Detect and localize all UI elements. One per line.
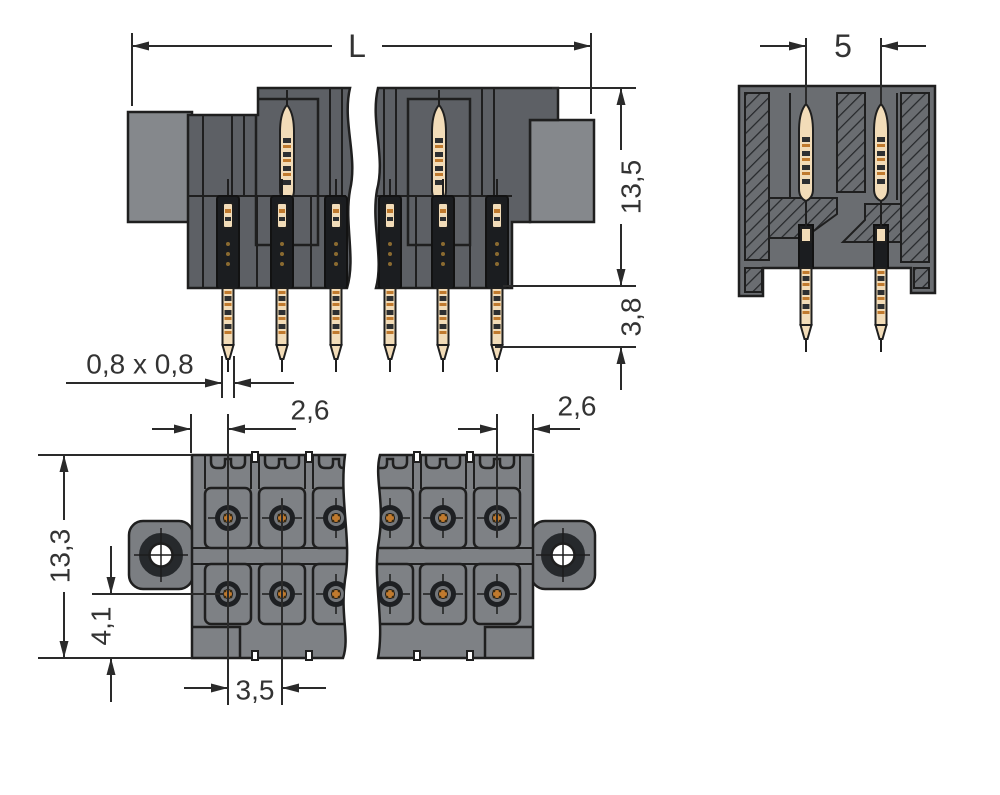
section-pin-slots: [798, 224, 889, 269]
dim-label-pin-pitch: 3,5: [236, 675, 275, 706]
dim-overall-length: L: [131, 28, 592, 114]
dim-row-spacing-5: 5: [760, 28, 926, 104]
bottom-body-right-details: [376, 455, 533, 658]
bottom-left-step: [192, 625, 242, 658]
section-hatching: [744, 92, 930, 293]
dim-label-pin-cross-section: 0,8 x 0,8: [86, 349, 193, 380]
mounting-tab-left: [127, 519, 195, 591]
solder-pins-side-view: [221, 287, 504, 373]
bottom-right-step: [483, 625, 533, 658]
dim-pin-pitch-3-5: 3,5: [184, 675, 326, 706]
dim-label-edge-to-pin-right: 2,6: [558, 391, 597, 422]
side-body-right: [374, 86, 560, 290]
dim-label-bottom-height: 13,3: [45, 529, 76, 584]
dim-bottom-height-13-3: 13,3: [38, 454, 192, 659]
side-flange-left: [126, 110, 194, 224]
dim-pin-protrusion-3-8: 3,8: [495, 298, 647, 390]
dim-label-height-above-board: 13,5: [616, 160, 647, 215]
dim-label-row-spacing: 5: [834, 28, 852, 64]
mounting-tab-right: [529, 519, 597, 591]
dim-edge-to-pin-left: 2,6: [152, 395, 330, 705]
side-body-right-details: [377, 89, 512, 288]
dim-pin-cross-section: 0,8 x 0,8: [66, 349, 294, 398]
section-view: [737, 84, 937, 353]
bottom-view: [127, 451, 597, 661]
edge-notches: [251, 451, 474, 661]
bottom-body-left-details: [192, 455, 348, 658]
dim-edge-to-pin-right: 2,6: [458, 391, 597, 537]
dim-label-row-offset: 4,1: [86, 607, 117, 646]
dim-row-offset-4-1: 4,1: [86, 546, 224, 702]
dim-height-13-5: 13,5: [503, 87, 647, 287]
dim-label-pin-protrusion: 3,8: [616, 298, 647, 337]
dim-label-overall-length: L: [348, 28, 366, 64]
dim-label-edge-to-pin-left: 2,6: [291, 395, 330, 426]
side-view: [126, 86, 596, 373]
dimensions: L 13,5 3,8 0,8 x 0,8 2,6: [38, 28, 926, 706]
side-flange-right: [528, 118, 596, 224]
